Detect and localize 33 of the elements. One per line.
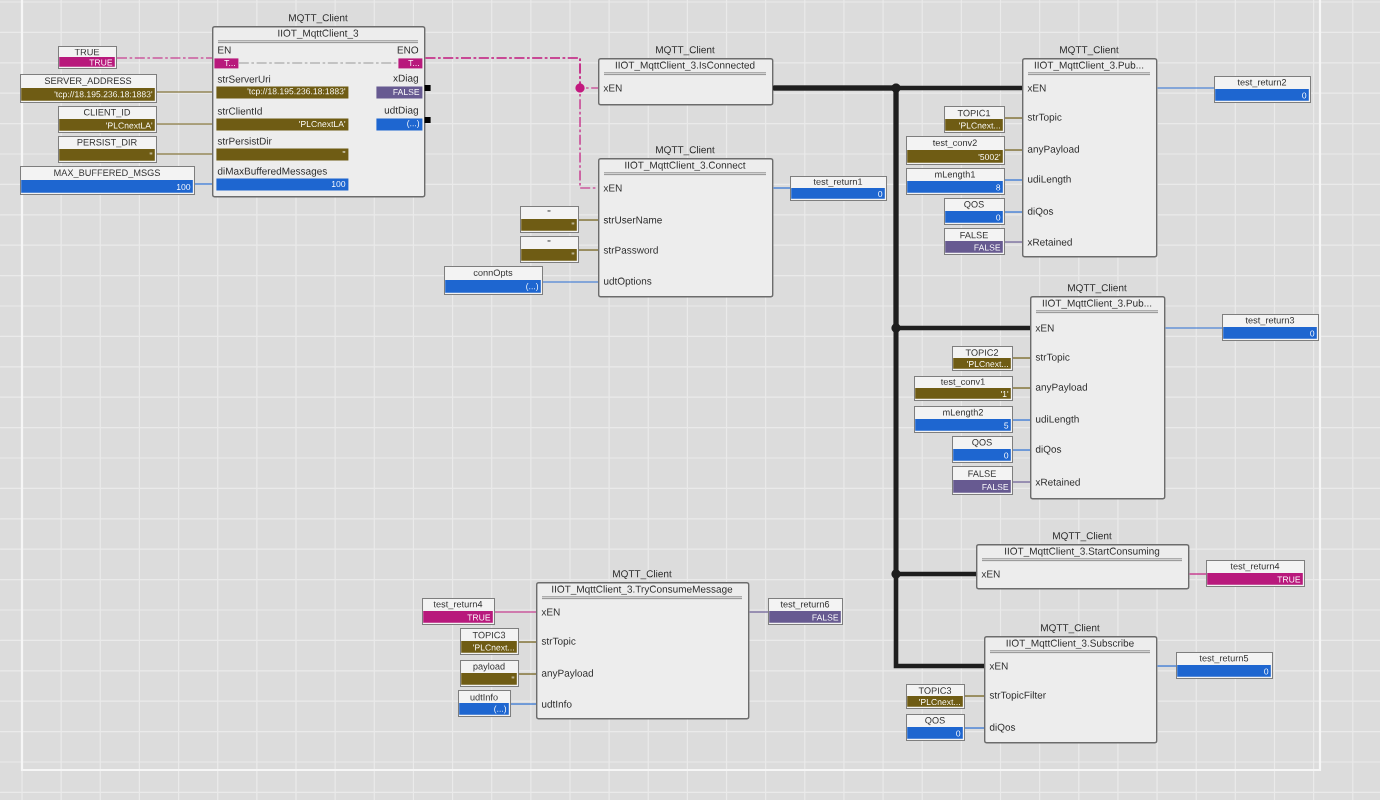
connector (424, 57, 599, 189)
connector (964, 727, 985, 729)
connector (1012, 481, 1031, 483)
connector (1012, 357, 1031, 359)
connector (773, 85, 984, 669)
connector (518, 673, 537, 675)
connector (494, 611, 537, 613)
connector (1004, 211, 1023, 213)
connector (1188, 573, 1207, 575)
connector (1004, 117, 1023, 119)
connector (510, 703, 537, 705)
connector (1164, 327, 1223, 329)
connector (1004, 241, 1023, 243)
connector (542, 281, 599, 283)
connector (964, 695, 985, 697)
connector (156, 91, 213, 93)
connector (1012, 419, 1031, 421)
connector (194, 183, 213, 185)
connector (116, 57, 213, 59)
connector (1156, 665, 1177, 667)
connector (156, 123, 213, 125)
connector (772, 187, 791, 189)
connector (518, 641, 537, 643)
connector (1004, 179, 1023, 181)
connector (1004, 149, 1023, 151)
connector (1156, 87, 1215, 89)
connector (1012, 449, 1031, 451)
connector (748, 611, 769, 613)
connector (238, 62, 399, 64)
connector (156, 153, 213, 155)
connector (1012, 387, 1031, 389)
connector (578, 249, 599, 251)
connector (578, 219, 599, 221)
